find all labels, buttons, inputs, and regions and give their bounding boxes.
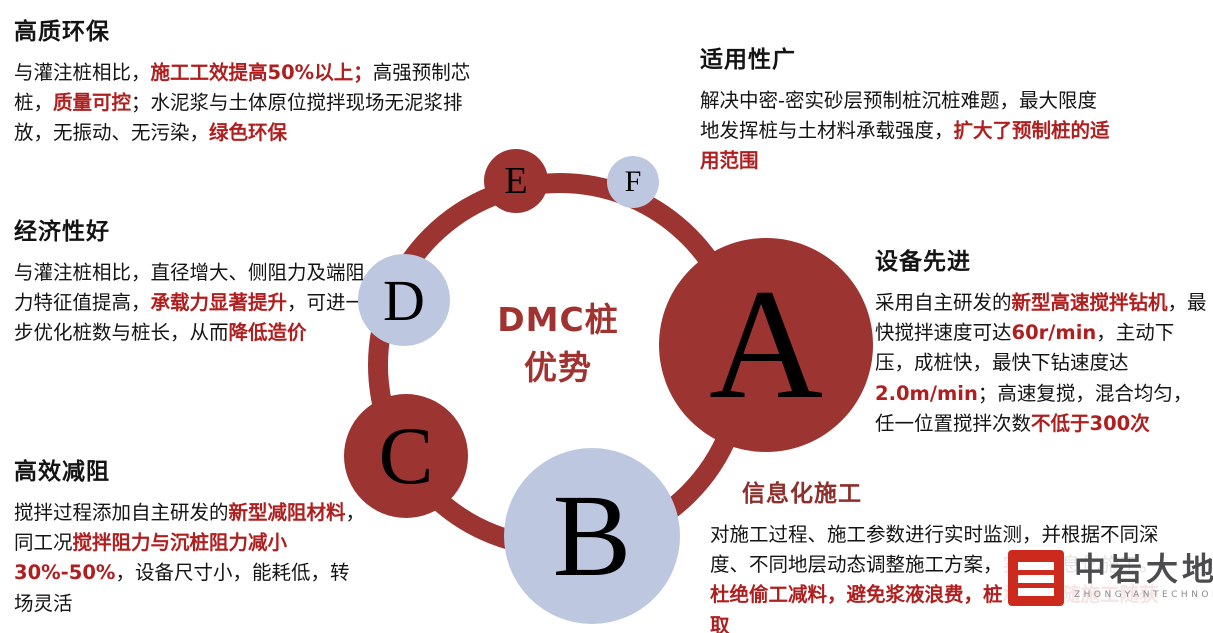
node-letter-f: F: [624, 165, 642, 198]
block-body-quality: 与灌注桩相比，施工工效提高50%以上；高强预制芯桩，质量可控；水泥浆与土体原位搅…: [14, 61, 471, 145]
company-logo: 中岩大地 ZHONGYANTECHNOLOGY 诺共生: [1002, 546, 1213, 610]
block-heading-quality: 高质环保: [14, 19, 110, 45]
block-body-drag-reduction: 搅拌过程添加自主研发的新型减阻材料，同工况搅拌阻力与沉桩阻力减小30%-50%，…: [14, 501, 366, 615]
advantage-block-applicability: 适用性广 解决中密-密实砂层预制桩沉桩难题，最大限度地发挥桩与土材料承载强度，扩…: [700, 40, 1112, 177]
block-body-applicability: 解决中密-密实砂层预制桩沉桩难题，最大限度地发挥桩与土材料承载强度，扩大了预制桩…: [700, 89, 1110, 173]
node-circle-b: B: [504, 448, 680, 624]
block-body-economy: 与灌注桩相比，直径增大、侧阻力及端阻力特征值提高，承载力显著提升，可进一步优化桩…: [14, 261, 366, 345]
node-circle-d: D: [358, 254, 450, 346]
advantage-block-quality: 高质环保 与灌注桩相比，施工工效提高50%以上；高强预制芯桩，质量可控；水泥浆与…: [14, 12, 474, 149]
block-heading-equipment: 设备先进: [875, 249, 971, 275]
node-letter-b: B: [552, 470, 632, 601]
node-letter-c: C: [378, 410, 434, 501]
node-circle-f: F: [607, 156, 659, 208]
node-letter-a: A: [708, 257, 824, 432]
advantage-block-equipment: 设备先进 采用自主研发的新型高速搅拌钻机，最快搅拌速度可达60r/min，主动下…: [875, 242, 1207, 439]
company-logo-text: 中岩大地 ZHONGYANTECHNOLOGY: [1074, 550, 1213, 600]
center-title: DMC桩 优势: [430, 296, 686, 392]
node-circle-c: C: [344, 394, 468, 518]
advantage-block-economy: 经济性好 与灌注桩相比，直径增大、侧阻力及端阻力特征值提高，承载力显著提升，可进…: [14, 212, 368, 349]
node-circle-e: E: [484, 149, 548, 213]
block-heading-informatization: 信息化施工: [742, 481, 862, 507]
company-brand-name: 中岩大地: [1074, 550, 1213, 588]
block-heading-applicability: 适用性广: [700, 47, 796, 73]
company-logo-icon: [1008, 550, 1064, 606]
center-title-line1: DMC桩: [497, 300, 619, 339]
center-title-line2: 优势: [524, 347, 592, 387]
node-circle-a: A: [659, 238, 873, 452]
advantage-block-drag-reduction: 高效减阻 搅拌过程添加自主研发的新型减阻材料，同工况搅拌阻力与沉桩阻力减小30%…: [14, 452, 368, 619]
company-english-name: ZHONGYANTECHNOLOGY: [1074, 590, 1213, 601]
block-body-equipment: 采用自主研发的新型高速搅拌钻机，最快搅拌速度可达60r/min，主动下压，成桩快…: [875, 291, 1207, 435]
block-heading-economy: 经济性好: [14, 219, 110, 245]
block-heading-drag-reduction: 高效减阻: [14, 459, 110, 485]
node-letter-d: D: [383, 267, 425, 333]
node-letter-e: E: [504, 160, 528, 202]
